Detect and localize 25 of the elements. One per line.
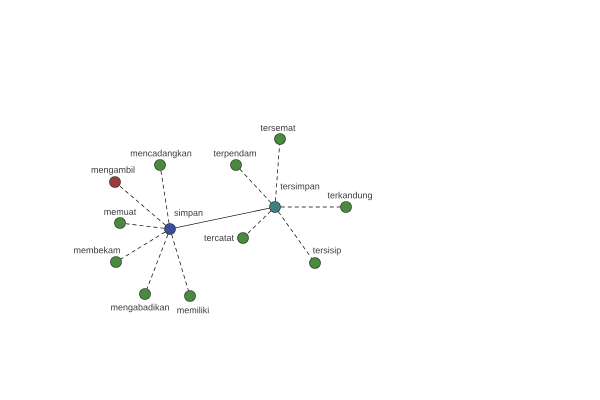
node-label: membekam	[74, 246, 120, 254]
dashed-line	[280, 206, 341, 208]
node-label: tercatat	[204, 235, 234, 241]
connector-line	[175, 208, 270, 228]
node-label: terkandung	[328, 192, 372, 200]
node-label: simpan	[174, 209, 202, 218]
dashed-line	[125, 223, 165, 229]
node-label: tersemat	[260, 125, 296, 131]
dashed-line	[120, 232, 166, 260]
node-label: mengabadikan	[111, 304, 169, 312]
dashed-line	[275, 144, 280, 202]
dashed-line	[246, 210, 272, 234]
dashed-line	[160, 170, 170, 224]
dashed-line	[278, 211, 312, 259]
dashed-line	[146, 234, 168, 289]
node-label: memiliki	[177, 306, 209, 314]
dashed-line	[240, 168, 272, 204]
node-label: terpendam	[214, 150, 256, 158]
node-label: tersimpan	[280, 182, 320, 192]
node-label: tersisip	[312, 246, 341, 256]
dashed-line	[171, 234, 189, 291]
node-label: mengambil	[92, 166, 134, 175]
node-label: mencadangkan	[130, 150, 192, 158]
dashed-line	[119, 185, 166, 226]
node-label: memuat	[104, 209, 136, 215]
